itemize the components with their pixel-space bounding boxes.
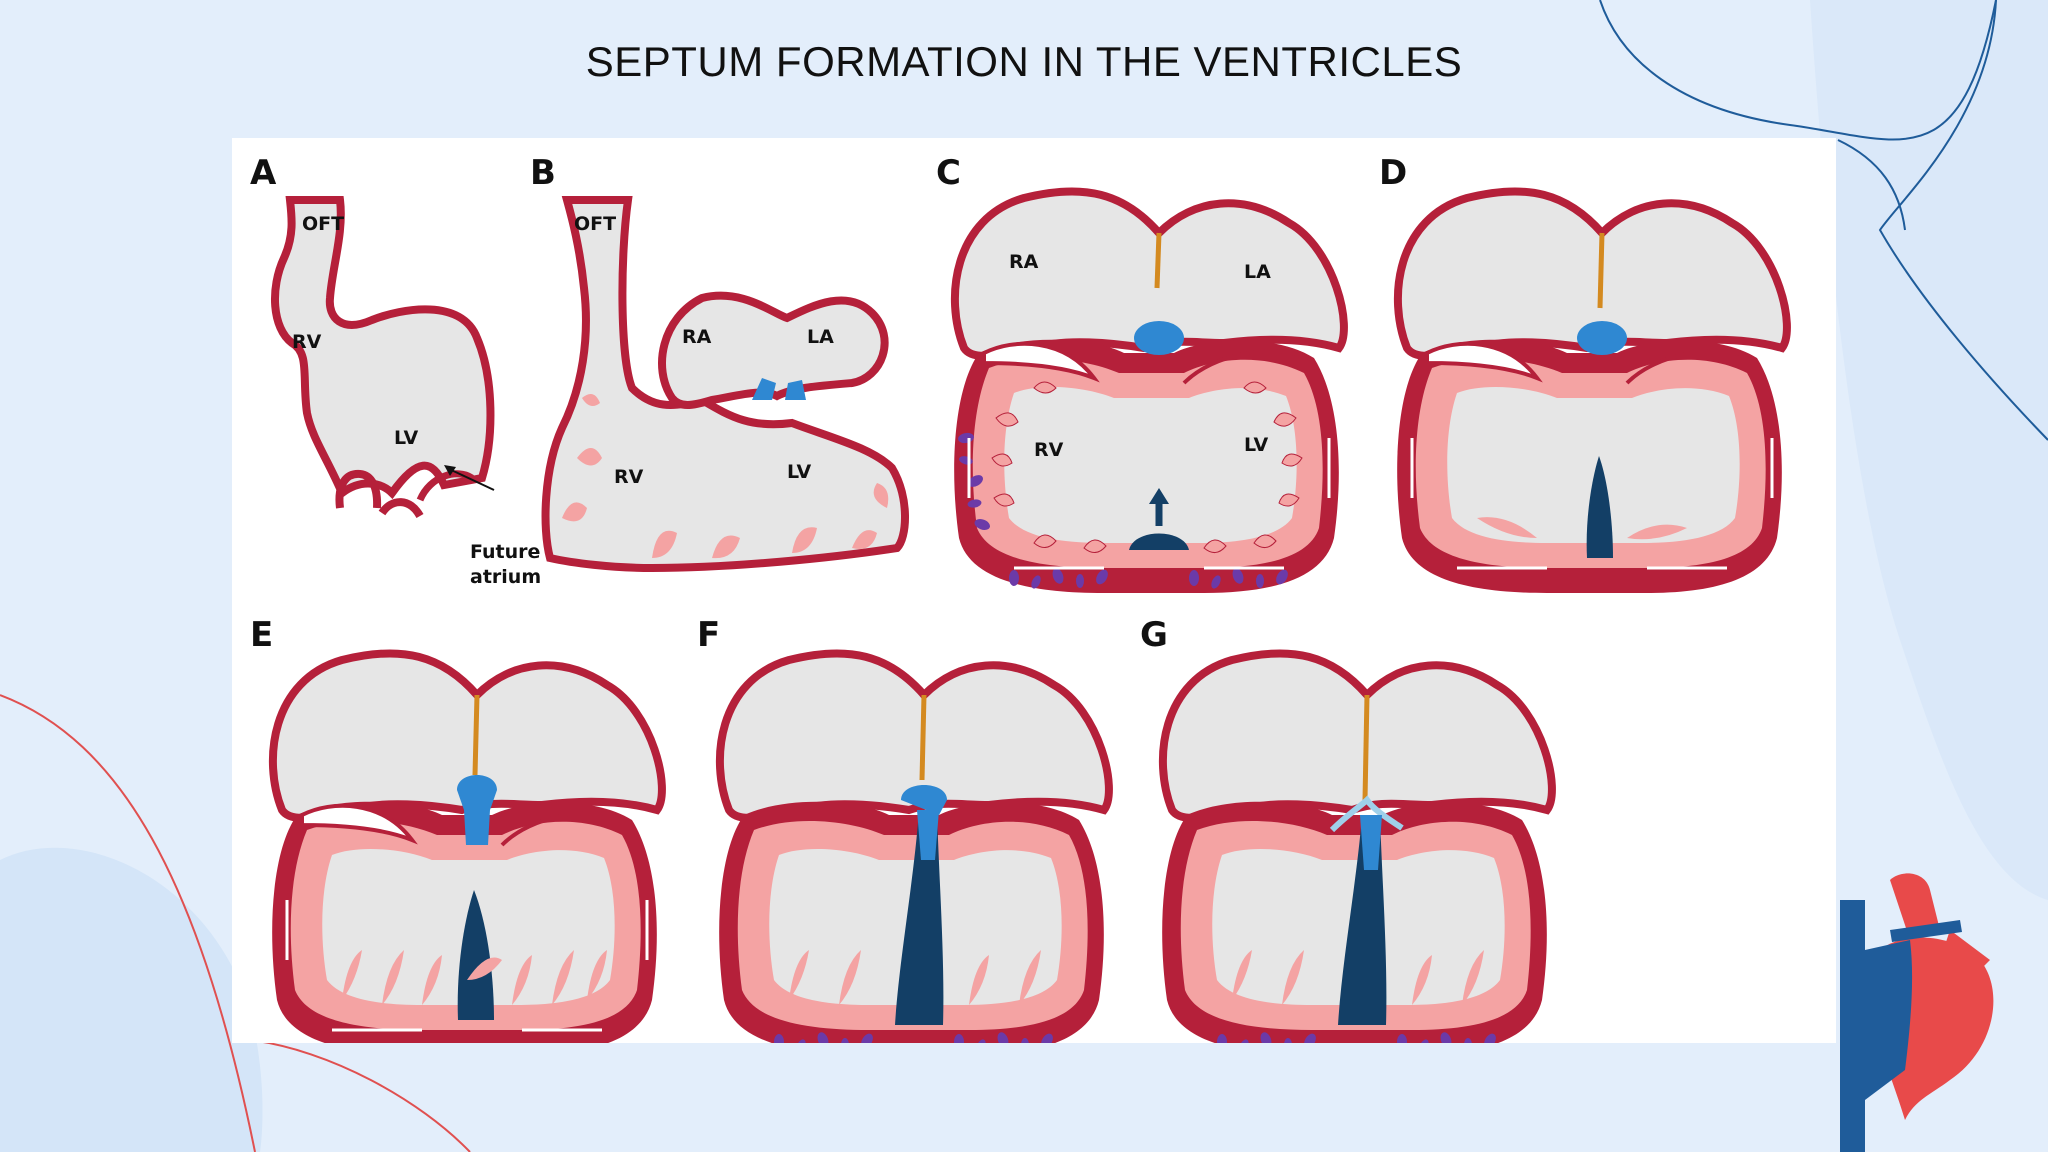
panel-f-cushion [901, 785, 947, 815]
decor-curve-blue-2 [1837, 139, 1906, 231]
panel-b-label-rv: RV [614, 466, 644, 488]
panel-c-septum-primordium [1129, 533, 1189, 550]
decor-curve-blue-1 [1599, 0, 1997, 141]
decor-curve-blue-3 [1878, 0, 2048, 441]
panel-d-migration-arrows [1410, 438, 1774, 570]
heart-anatomy-icon [1840, 873, 1994, 1152]
panel-a-pointer-head [444, 465, 456, 476]
panel-a-heart-tube [271, 196, 495, 500]
panel-c-cavity [1004, 386, 1297, 543]
heart-logo-artery [1945, 930, 1990, 970]
panel-b-trabeculae [562, 394, 889, 559]
panel-d-trabeculae [1477, 517, 1687, 540]
panel-g-letter: G [1140, 615, 1168, 655]
panel-b-label-la: LA [807, 326, 834, 348]
panel-c-atria [950, 187, 1348, 360]
panel-d: D [1379, 153, 1791, 593]
panel-e: E [250, 615, 666, 1043]
panel-a-atrium-bud [378, 498, 424, 519]
panel-c-atrial-septum [1154, 232, 1162, 289]
heart-logo-aorta [1890, 873, 1940, 940]
panel-a-label-atrium: atrium [470, 566, 541, 588]
panel-f-atrial-septum [919, 694, 927, 781]
panel-c-label-rv: RV [1034, 439, 1064, 461]
panel-f-atria [715, 649, 1113, 822]
panel-e-letter: E [250, 615, 273, 655]
panel-d-septum [1586, 456, 1613, 558]
panel-c-valve-right [1182, 349, 1310, 385]
panel-a-pointer-arrow [446, 467, 495, 491]
panel-e-atria [268, 649, 666, 822]
panel-d-letter: D [1379, 153, 1407, 193]
panel-e-atrial-septum [472, 694, 480, 776]
panel-a-label-lv: LV [394, 427, 418, 449]
panel-f-septum [895, 810, 944, 1025]
heart-logo-pulmonary [1890, 920, 1962, 942]
panel-d-atrial-septum [1597, 232, 1605, 309]
decor-blob-right [1810, 0, 2048, 900]
panel-f: F [697, 615, 1113, 1043]
panel-g-atria [1158, 649, 1556, 822]
panel-e-valve-left [300, 803, 418, 845]
panel-d-valve-left [1425, 341, 1543, 383]
panel-f-septum-upper [917, 810, 939, 860]
septum-diagram: A OFT RV LV Future atrium B OFT RA [250, 153, 1791, 1043]
panel-c-cushion [1134, 321, 1184, 355]
panel-g-atrial-septum [1362, 694, 1370, 801]
panel-b-ventricle [541, 196, 909, 573]
panel-b-cushion-right [785, 380, 806, 400]
panel-c: C RA [936, 153, 1348, 593]
panel-e-valve-right [500, 811, 628, 847]
panel-a-label-future: Future [470, 541, 540, 563]
panel-g: G [1140, 615, 1556, 1043]
panel-c-up-arrow-head [1149, 488, 1169, 504]
panel-g-septum-upper [1360, 815, 1382, 870]
slide-title: SEPTUM FORMATION IN THE VENTRICLES [585, 38, 1463, 85]
panel-e-septum [457, 890, 494, 1020]
panel-e-cushion [457, 775, 497, 845]
panel-c-label-la: LA [1244, 261, 1271, 283]
decor-blob-left [0, 847, 263, 1152]
panel-c-label-lv: LV [1244, 434, 1268, 456]
panel-g-trabeculae [1232, 950, 1484, 1005]
panel-b-label-ra: RA [682, 326, 712, 348]
panel-a-label-oft: OFT [302, 213, 344, 235]
panel-c-label-ra: RA [1009, 251, 1039, 273]
panel-b-label-oft: OFT [574, 213, 616, 235]
panel-d-atria [1393, 187, 1791, 360]
panel-a: A OFT RV LV Future atrium [250, 153, 541, 588]
panel-a-label-rv: RV [292, 331, 322, 353]
panel-c-letter: C [936, 153, 961, 193]
heart-logo-right-side [1865, 940, 1913, 1100]
decor-curve-red-1 [0, 694, 256, 1152]
panel-d-cushion [1577, 321, 1627, 355]
panel-a-outflow-arms [335, 469, 382, 509]
panel-b-label-lv: LV [787, 461, 811, 483]
decor-curve-red-2 [249, 1039, 471, 1152]
panel-b-cushion-left [752, 378, 776, 400]
panel-b-atria [658, 291, 889, 409]
panel-f-trabeculae [789, 950, 1041, 1005]
panel-f-letter: F [697, 615, 720, 655]
panel-b-letter: B [530, 153, 556, 193]
panel-c-trabecular-ring [991, 381, 1303, 553]
heart-logo-vein [1840, 900, 1865, 1152]
panel-c-valve-left [982, 341, 1100, 383]
panel-b: B OFT RA LA RV LV [530, 153, 909, 573]
panel-g-membranous-septum [1329, 795, 1404, 833]
panel-e-trabeculae [342, 950, 607, 1005]
panel-d-cavity [1447, 386, 1740, 543]
panel-c-migration-arrows [967, 438, 1331, 570]
panel-a-future-atrium-loop [416, 470, 474, 502]
figure-panel: A OFT RV LV Future atrium B OFT RA [232, 138, 1836, 1043]
panel-d-valve-right [1625, 349, 1753, 385]
panel-a-letter: A [250, 153, 277, 193]
panel-e-migration-arrows [285, 900, 649, 1032]
